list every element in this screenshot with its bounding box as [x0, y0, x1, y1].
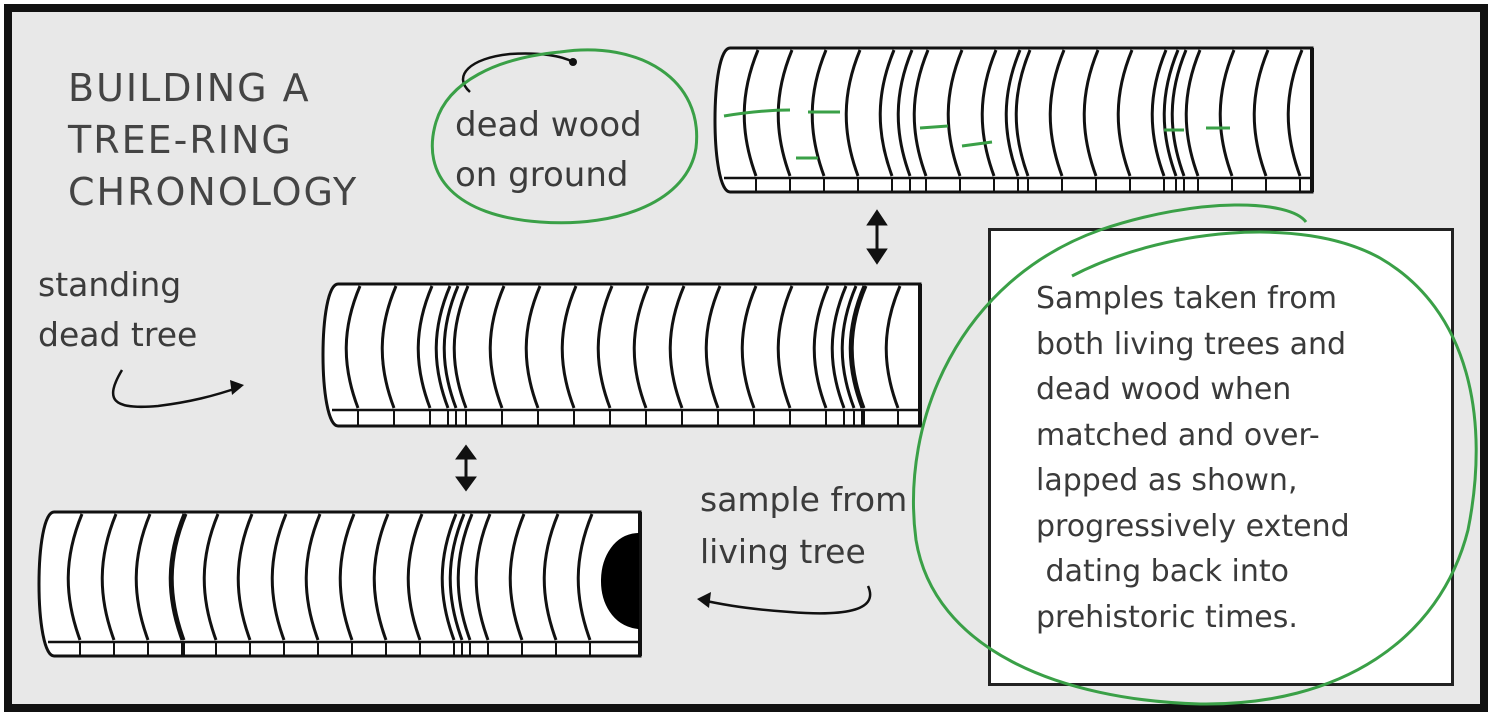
standing-pointer-arrow	[111, 369, 241, 409]
core-living-tree	[37, 510, 642, 658]
tree-ring	[668, 285, 686, 409]
tree-ring	[168, 513, 186, 641]
tree-ring	[338, 513, 356, 641]
tree-ring	[576, 513, 594, 641]
pointer-dot	[569, 58, 577, 66]
standing-label-line: standing	[38, 265, 182, 304]
core-body	[321, 282, 922, 428]
tree-ring	[840, 285, 858, 409]
tree-ring	[1082, 49, 1100, 177]
tree-ring	[434, 285, 452, 409]
tree-ring	[850, 285, 868, 409]
tree-ring	[440, 513, 458, 641]
explanation-box	[988, 228, 1454, 686]
dead-wood-label: dead wood on ground	[455, 100, 642, 200]
core-body	[713, 46, 1314, 194]
diagram-title: BUILDING A TREE-RING CHRONOLOGY	[68, 62, 358, 218]
tree-ring	[740, 285, 758, 409]
tree-ring	[66, 513, 84, 641]
tree-ring	[270, 513, 288, 641]
core-match-mark	[919, 124, 949, 130]
tree-ring	[1150, 49, 1168, 177]
tree-ring	[508, 513, 526, 641]
tree-ring	[1218, 49, 1236, 177]
tree-ring	[304, 513, 322, 641]
tree-ring	[372, 513, 390, 641]
tree-ring	[452, 285, 470, 409]
tree-ring	[406, 513, 424, 641]
dead-wood-label-line: dead wood	[455, 105, 642, 145]
tree-ring	[1116, 49, 1134, 177]
tree-ring	[776, 49, 794, 177]
core-dead-wood	[713, 46, 1314, 194]
tree-ring	[1184, 49, 1202, 177]
tree-ring	[830, 285, 848, 409]
tree-ring	[170, 513, 188, 641]
tree-ring	[236, 513, 254, 641]
dead-wood-label-line: on ground	[455, 155, 629, 195]
arrowhead	[697, 592, 711, 608]
dead-wood-pointer-arrow	[461, 52, 574, 93]
title-line: CHRONOLOGY	[68, 170, 359, 214]
living-label-line: sample from	[700, 480, 908, 519]
standing-dead-tree-label: standing dead tree	[38, 260, 197, 360]
tree-ring	[596, 285, 614, 409]
tree-ring	[1004, 49, 1022, 177]
title-line: BUILDING A	[68, 66, 311, 110]
tree-ring	[812, 285, 830, 409]
tree-ring	[442, 285, 460, 409]
tree-ring	[1014, 49, 1032, 177]
tree-ring	[542, 513, 560, 641]
tree-ring	[202, 513, 220, 641]
tree-ring	[946, 49, 964, 177]
core-standing-dead-tree	[321, 282, 922, 428]
living-pointer-arrow	[701, 585, 872, 615]
tree-ring	[1252, 49, 1270, 177]
overlap-arrow-top	[866, 209, 888, 265]
tree-ring	[844, 49, 862, 177]
tree-ring	[912, 49, 930, 177]
tree-ring	[896, 49, 914, 177]
tree-ring	[1170, 49, 1188, 177]
tree-ring	[134, 513, 152, 641]
tree-ring	[632, 285, 650, 409]
tree-ring	[380, 285, 398, 409]
living-tree-label: sample from living tree	[700, 474, 907, 578]
dead-wood-annotation-circle	[430, 48, 699, 225]
tree-ring	[456, 513, 474, 641]
tree-ring	[1162, 49, 1180, 177]
tree-ring	[1286, 49, 1304, 177]
arrowhead	[230, 380, 244, 395]
tree-ring	[704, 285, 722, 409]
overlap-arrow-bottom	[455, 444, 477, 492]
tree-ring	[1048, 49, 1066, 177]
tree-ring	[488, 285, 506, 409]
explanation-text: Samples taken from both living trees and…	[1036, 281, 1350, 635]
tree-ring	[100, 513, 118, 641]
tree-ring	[560, 285, 578, 409]
note-annotation-circle	[912, 203, 1478, 706]
standing-label-line: dead tree	[38, 315, 198, 354]
tree-ring	[980, 49, 998, 177]
title-line: TREE-RING	[68, 118, 293, 162]
core-match-mark	[961, 140, 993, 148]
living-label-line: living tree	[700, 532, 866, 571]
tree-ring	[344, 285, 362, 409]
tree-ring	[474, 513, 492, 641]
tree-ring	[416, 285, 434, 409]
core-match-mark	[723, 108, 791, 118]
tree-ring	[448, 513, 466, 641]
tree-ring	[878, 49, 896, 177]
tree-ring	[776, 285, 794, 409]
tree-ring	[848, 285, 866, 409]
tree-ring	[884, 285, 902, 409]
heartwood-pith	[601, 532, 639, 630]
tree-ring	[524, 285, 542, 409]
